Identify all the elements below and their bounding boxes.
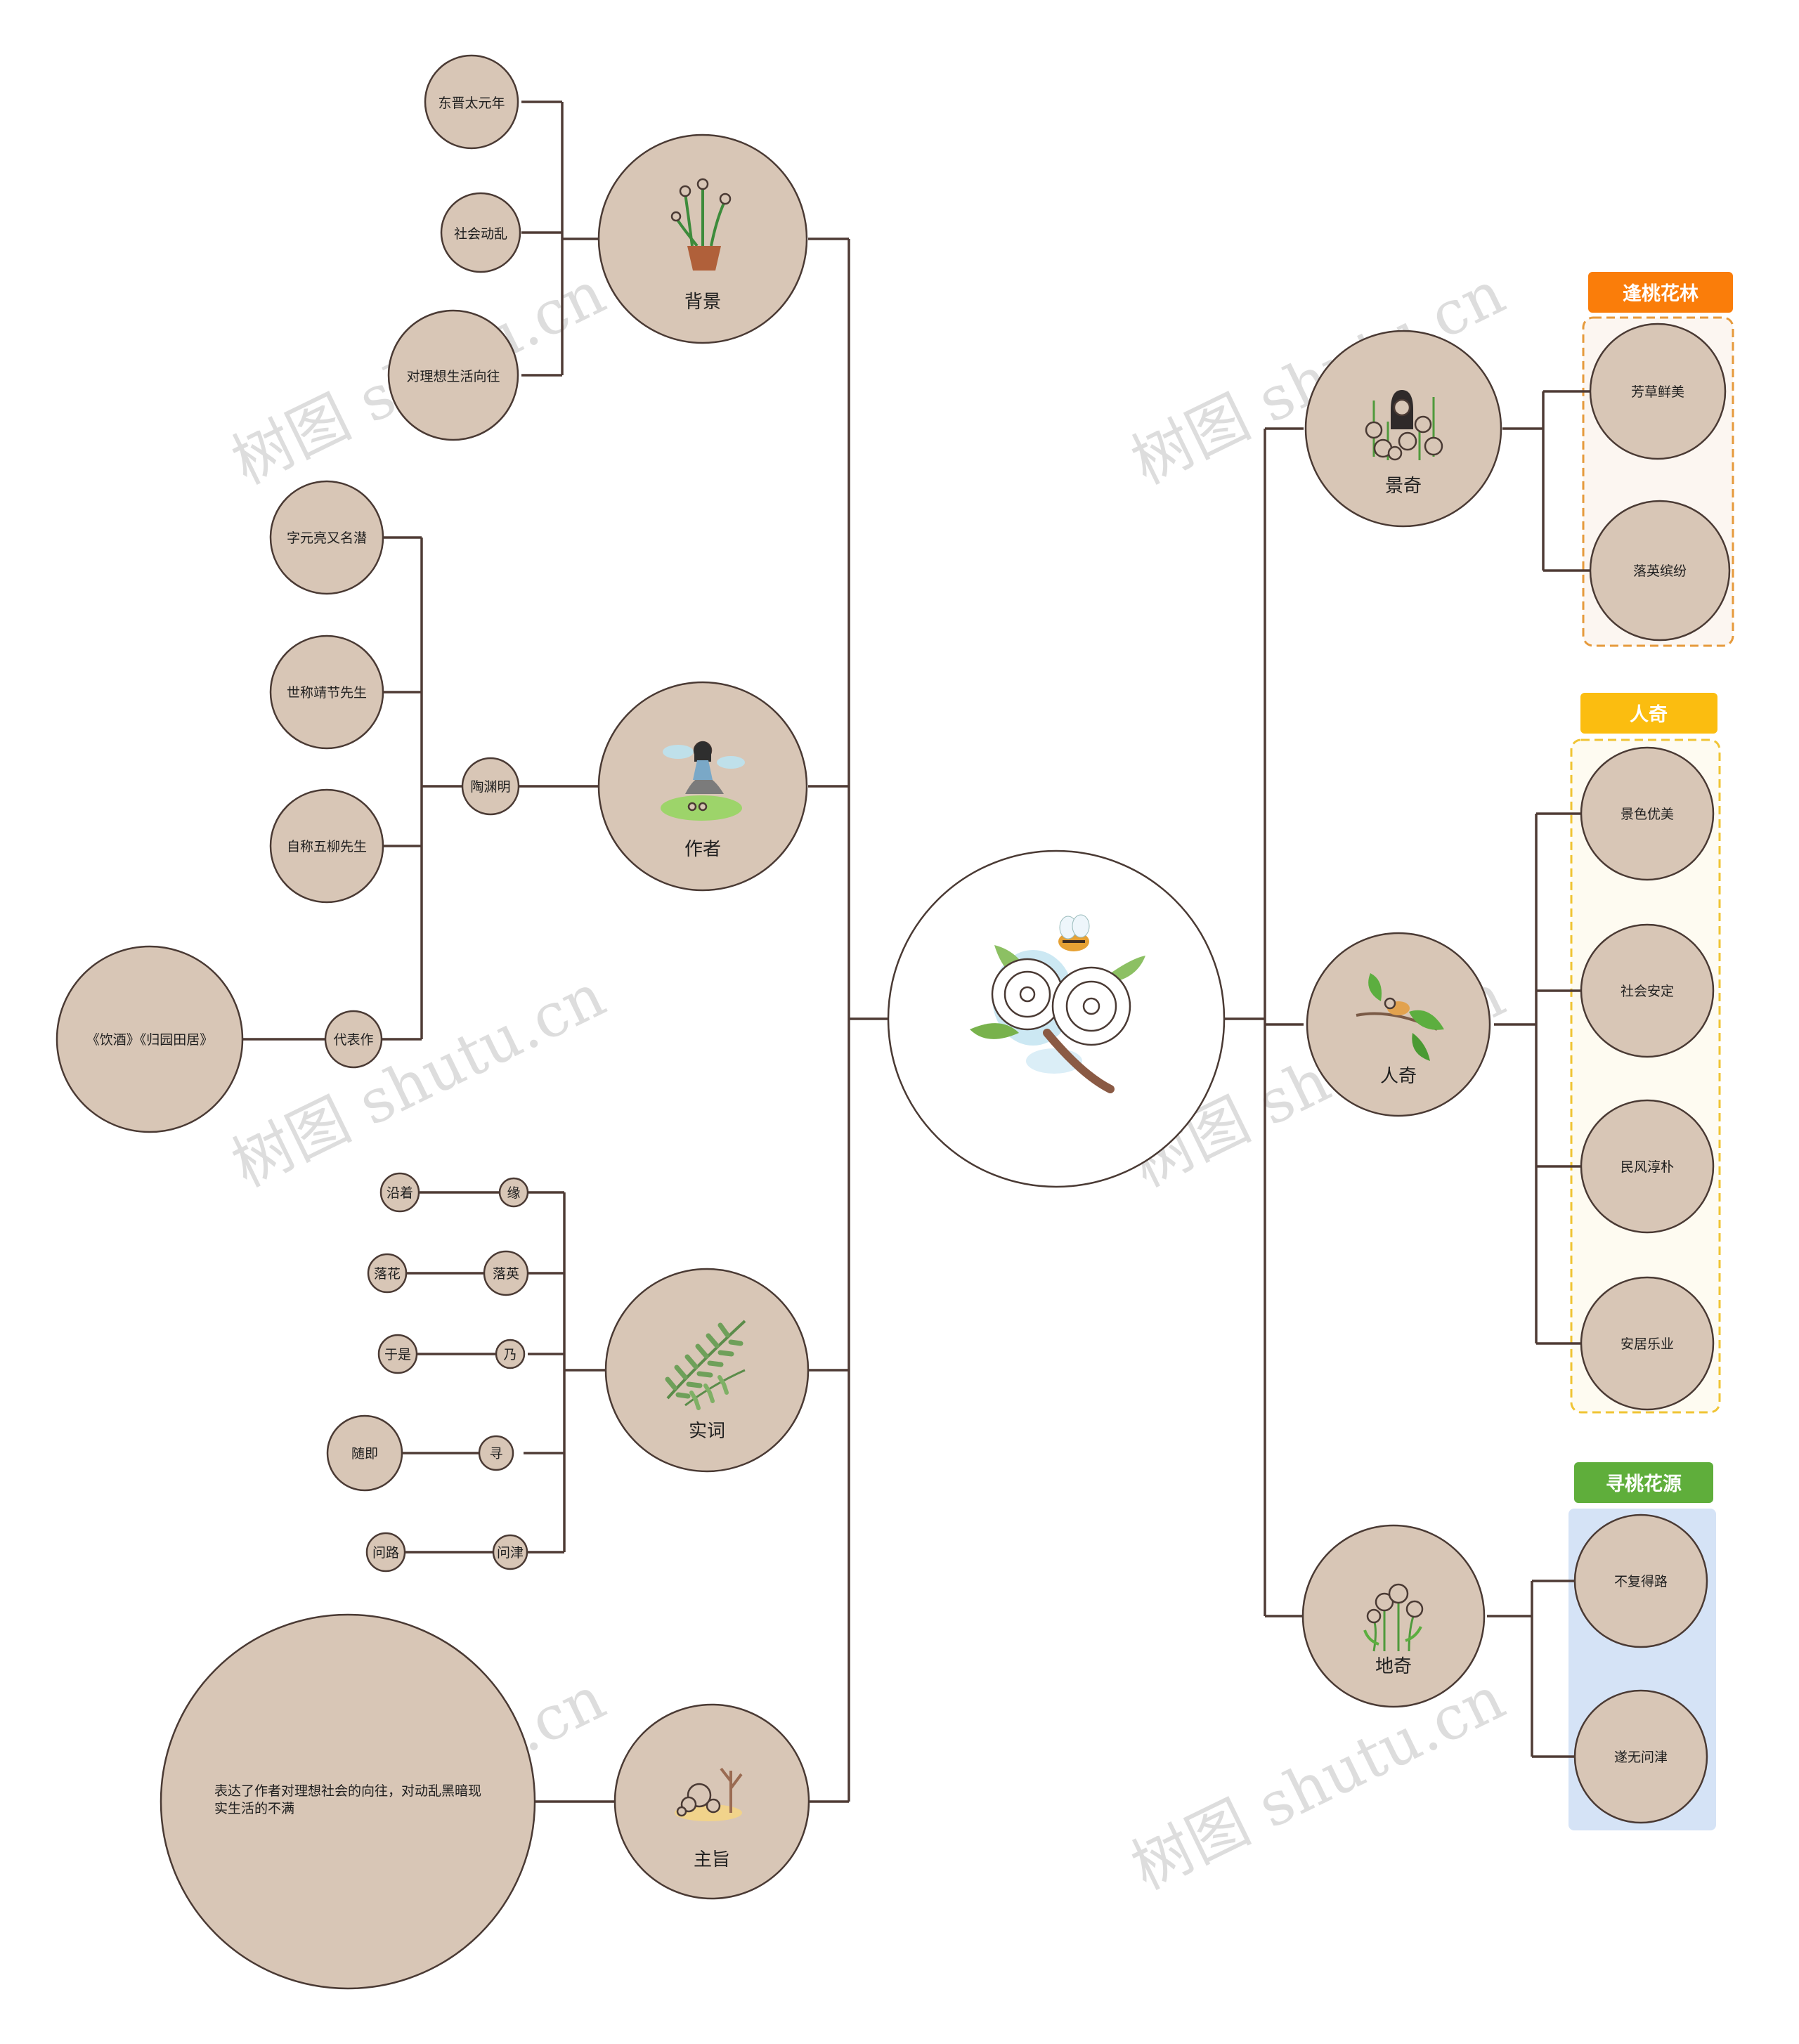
word-item[interactable]: 乃 <box>495 1339 526 1369</box>
tag-people-text: 人奇 <box>1630 704 1668 726</box>
group-box-people: 人奇 <box>1570 693 1721 1414</box>
background-item[interactable]: 对理想生活向往 <box>387 309 519 441</box>
node-people[interactable]: 人奇 <box>1306 932 1491 1117</box>
svg-text:落花: 落花 <box>374 1266 401 1282</box>
node-place-label: 地奇 <box>1375 1656 1412 1677</box>
svg-text:社会安定: 社会安定 <box>1621 984 1674 999</box>
author-name-item[interactable]: 自称五柳先生 <box>269 788 384 904</box>
word-item[interactable]: 寻 <box>478 1435 514 1471</box>
node-background-label: 背景 <box>684 292 721 313</box>
svg-text:对理想生活向往: 对理想生活向往 <box>406 369 500 384</box>
node-theme[interactable]: 主旨 <box>613 1703 810 1900</box>
svg-text:安居乐业: 安居乐业 <box>1621 1336 1674 1352</box>
svg-text:代表作: 代表作 <box>333 1032 373 1048</box>
word-item[interactable]: 落英 <box>483 1250 529 1296</box>
girl-in-flowers-icon <box>1365 390 1443 461</box>
author-works-item[interactable]: 《饮酒》《归园田居》 <box>56 945 244 1133</box>
svg-text:《饮酒》《归园田居》: 《饮酒》《归园田居》 <box>86 1032 214 1048</box>
background-item[interactable]: 社会动乱 <box>440 192 521 273</box>
svg-text:随即: 随即 <box>351 1446 378 1462</box>
svg-text:芳草鲜美: 芳草鲜美 <box>1631 384 1684 400</box>
node-scenery[interactable]: 景奇 <box>1304 330 1502 528</box>
node-theme-label: 主旨 <box>694 1849 730 1870</box>
svg-text:民风淳朴: 民风淳朴 <box>1621 1159 1674 1175</box>
word-meaning-item[interactable]: 随即 <box>326 1414 403 1492</box>
svg-text:缘: 缘 <box>507 1185 520 1201</box>
word-meaning-item[interactable]: 于是 <box>377 1334 418 1374</box>
scenery-item[interactable]: 芳草鲜美 <box>1589 323 1727 460</box>
word-meaning-item[interactable]: 落花 <box>367 1253 408 1294</box>
svg-text:陶渊明: 陶渊明 <box>470 779 510 795</box>
tag-place <box>1574 1462 1713 1503</box>
svg-text:遂无问津: 遂无问津 <box>1614 1750 1668 1765</box>
svg-text:社会动乱: 社会动乱 <box>454 226 507 242</box>
people-item[interactable]: 安居乐业 <box>1580 1276 1715 1411</box>
svg-text:字元亮又名潜: 字元亮又名潜 <box>287 530 367 546</box>
svg-text:于是: 于是 <box>384 1347 411 1362</box>
fern-leaf-icon <box>665 1320 746 1410</box>
people-item[interactable]: 景色优美 <box>1580 746 1715 881</box>
tag-people <box>1580 693 1717 734</box>
scenery-item[interactable]: 落英缤纷 <box>1589 500 1731 642</box>
svg-text:寻: 寻 <box>489 1446 502 1462</box>
theme-item-line1: 表达了作者对理想社会的向往，对动乱黑暗现 <box>214 1783 481 1799</box>
word-item[interactable]: 缘 <box>498 1177 529 1208</box>
author-name-item[interactable]: 世称靖节先生 <box>269 634 384 750</box>
root-node[interactable] <box>887 850 1226 1188</box>
word-item[interactable]: 问津 <box>492 1534 528 1570</box>
watermark: 树图 shutu.cn <box>221 961 616 1201</box>
svg-text:景色优美: 景色优美 <box>1621 807 1674 822</box>
desert-plants-icon <box>675 1767 743 1821</box>
node-words[interactable]: 实词 <box>604 1268 810 1473</box>
node-place[interactable]: 地奇 <box>1301 1524 1486 1708</box>
svg-text:世称靖节先生: 世称靖节先生 <box>287 685 367 701</box>
node-people-label: 人奇 <box>1380 1066 1417 1087</box>
svg-text:东晋太元年: 东晋太元年 <box>438 96 505 111</box>
theme-item-line2: 实生活的不满 <box>214 1801 294 1816</box>
word-meaning-item[interactable]: 沿着 <box>379 1172 420 1213</box>
author-works-node[interactable]: 代表作 <box>324 1010 383 1069</box>
word-meaning-item[interactable]: 问路 <box>365 1532 406 1573</box>
node-author-label: 作者 <box>684 839 721 860</box>
node-words-label: 实词 <box>689 1421 725 1442</box>
bird-on-branch-icon <box>1356 973 1444 1061</box>
author-name-node[interactable]: 陶渊明 <box>461 757 520 816</box>
svg-text:自称五柳先生: 自称五柳先生 <box>287 839 367 854</box>
tag-scenery-text: 逢桃花林 <box>1623 283 1699 305</box>
author-name-item[interactable]: 字元亮又名潜 <box>269 480 384 595</box>
place-item[interactable]: 不复得路 <box>1573 1514 1708 1648</box>
theme-item[interactable]: 表达了作者对理想社会的向往，对动乱黑暗现 实生活的不满 <box>160 1613 536 1990</box>
node-author[interactable]: 作者 <box>597 681 808 892</box>
svg-text:落英: 落英 <box>493 1266 519 1282</box>
potted-flower-icon <box>670 178 732 271</box>
people-item[interactable]: 社会安定 <box>1580 923 1715 1058</box>
svg-text:落英缤纷: 落英缤纷 <box>1633 564 1687 579</box>
peach-blossom-bee-icon <box>970 914 1145 1093</box>
tag-scenery <box>1588 272 1733 313</box>
node-background[interactable]: 背景 <box>597 134 808 344</box>
watermark: 树图 shutu.cn <box>1121 1663 1515 1903</box>
svg-text:乃: 乃 <box>503 1347 517 1362</box>
svg-text:不复得路: 不复得路 <box>1614 1574 1668 1589</box>
svg-text:问路: 问路 <box>372 1545 399 1561</box>
place-item[interactable]: 遂无问津 <box>1573 1689 1708 1824</box>
girl-on-cloud-icon <box>661 741 745 821</box>
svg-text:问津: 问津 <box>497 1545 524 1561</box>
pink-flowers-icon <box>1363 1583 1424 1652</box>
node-scenery-label: 景奇 <box>1385 476 1422 497</box>
people-item[interactable]: 民风淳朴 <box>1580 1099 1715 1234</box>
background-item[interactable]: 东晋太元年 <box>424 54 519 150</box>
tag-place-text: 寻桃花源 <box>1606 1473 1682 1495</box>
edges <box>242 100 1590 1803</box>
svg-text:沿着: 沿着 <box>387 1185 413 1201</box>
